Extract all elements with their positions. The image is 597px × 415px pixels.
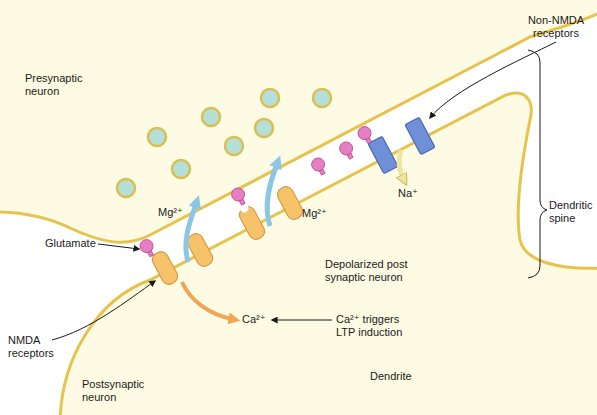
synaptic-vesicle [225, 137, 243, 155]
synaptic-vesicle [261, 89, 279, 107]
receptor-subunit [185, 231, 215, 269]
receptor-label: Non-NMDA receptors [520, 14, 592, 40]
note-label: Ca²⁺ triggers LTP induction [336, 313, 416, 339]
sodium-arrow [399, 150, 403, 178]
synaptic-vesicle [255, 119, 273, 137]
leader-line [52, 281, 155, 340]
structure-label: Dendritic spine [549, 199, 597, 225]
neuron-label: Presynaptic neuron [25, 72, 100, 98]
magnesium-arrow [267, 164, 277, 226]
glutamate-molecule [337, 140, 355, 158]
spine-bracket [528, 50, 547, 278]
ion-label: Na⁺ [398, 187, 422, 200]
magnesium-arrow [186, 204, 196, 262]
nmda-receptor [138, 234, 180, 289]
synaptic-vesicle [117, 179, 135, 197]
glutamate-molecule [229, 186, 247, 204]
ion-label: Mg²⁺ [302, 207, 332, 220]
glutamate-free [309, 156, 329, 178]
calcium-arrow [182, 282, 232, 319]
ion-label: Ca²⁺ [242, 313, 272, 326]
glutamate-free [229, 186, 249, 208]
receptor-label: NMDA receptors [8, 334, 68, 360]
receptor-subunit [405, 117, 435, 155]
non-nmda-receptor [356, 121, 398, 176]
ion-label: Mg²⁺ [158, 206, 188, 219]
synaptic-vesicle [313, 89, 331, 107]
synaptic-vesicle [202, 108, 220, 126]
glutamate-molecule [138, 237, 156, 255]
nmda-receptor [275, 184, 305, 222]
leader-line [98, 244, 139, 249]
synaptic-vesicle [148, 128, 166, 146]
synaptic-vesicle [172, 160, 190, 178]
molecule-label: Glutamate [45, 237, 105, 250]
nmda-receptor [185, 231, 215, 269]
glutamate-molecule [356, 124, 374, 142]
postsynaptic-neuron [60, 93, 597, 415]
glutamate-molecule [309, 156, 327, 174]
non-nmda-receptor [405, 117, 435, 155]
receptor-subunit [275, 184, 305, 222]
leader-line [272, 320, 332, 321]
vesicle-group [117, 89, 331, 197]
glutamate-free [337, 140, 357, 162]
structure-label: Dendrite [370, 370, 430, 383]
receptor-subunit [368, 136, 398, 174]
state-label: Depolarized post synaptic neuron [325, 258, 437, 284]
nmda-receptor [235, 200, 267, 242]
neuron-label: Postsynaptic neuron [82, 378, 162, 404]
